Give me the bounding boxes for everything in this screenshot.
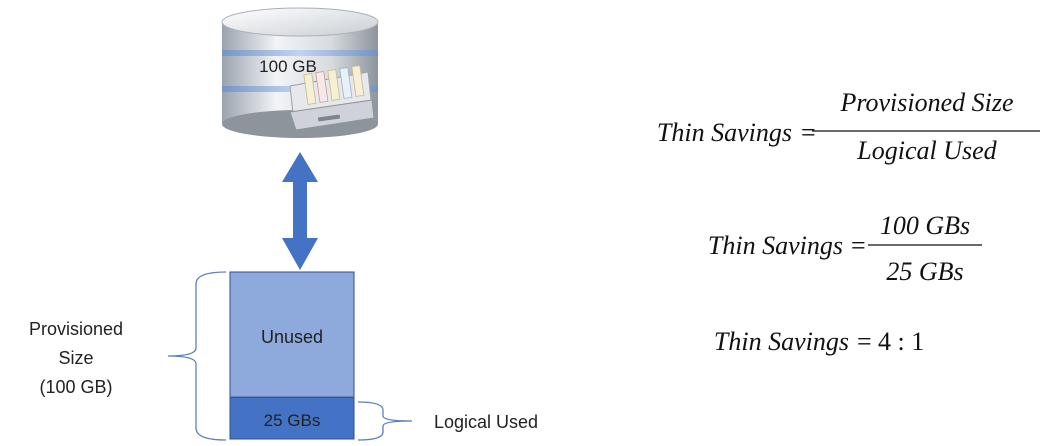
file-drawer-icon (289, 65, 375, 131)
formula-100-over-25: Thin Savings = 100 GBs 25 GBs (708, 211, 982, 286)
equals-sign: = (851, 231, 866, 260)
formula-2-lhs: Thin Savings (708, 231, 843, 260)
provisioned-size-label: Provisioned Size (100 GB) (29, 319, 123, 397)
logical-used-label: Logical Used (434, 412, 538, 432)
formula-1-lhs: Thin Savings (657, 118, 792, 147)
unused-segment (229, 271, 355, 398)
equals-sign: = (801, 118, 816, 147)
equals-sign: = (857, 327, 872, 356)
formula-2-numerator: 100 GBs (880, 211, 970, 240)
svg-text:Size: Size (58, 348, 93, 368)
provisioned-brace (167, 271, 227, 441)
used-segment (229, 396, 355, 440)
unused-label: Unused (261, 327, 323, 347)
used-label: 25 GBs (264, 411, 321, 430)
svg-text:Provisioned: Provisioned (29, 319, 123, 339)
database-icon: 100 GB (221, 7, 379, 138)
formula-1-numerator: Provisioned Size (839, 88, 1013, 117)
double-arrow (282, 152, 318, 270)
formula-2-denominator: 25 GBs (886, 257, 963, 286)
volume-bar: Unused 25 GBs (229, 271, 355, 440)
logical-used-brace (357, 401, 413, 441)
svg-text:(100 GB): (100 GB) (39, 377, 112, 397)
formula-3-lhs: Thin Savings (714, 327, 849, 356)
formula-3-rhs: 4 : 1 (878, 327, 924, 356)
formula-1-denominator: Logical Used (856, 136, 997, 165)
database-capacity-label: 100 GB (259, 57, 317, 76)
formula-ratio: Thin Savings = 4 : 1 (714, 327, 924, 356)
formula-provisioned-over-logical: Thin Savings = Provisioned Size Logical … (657, 88, 1040, 165)
